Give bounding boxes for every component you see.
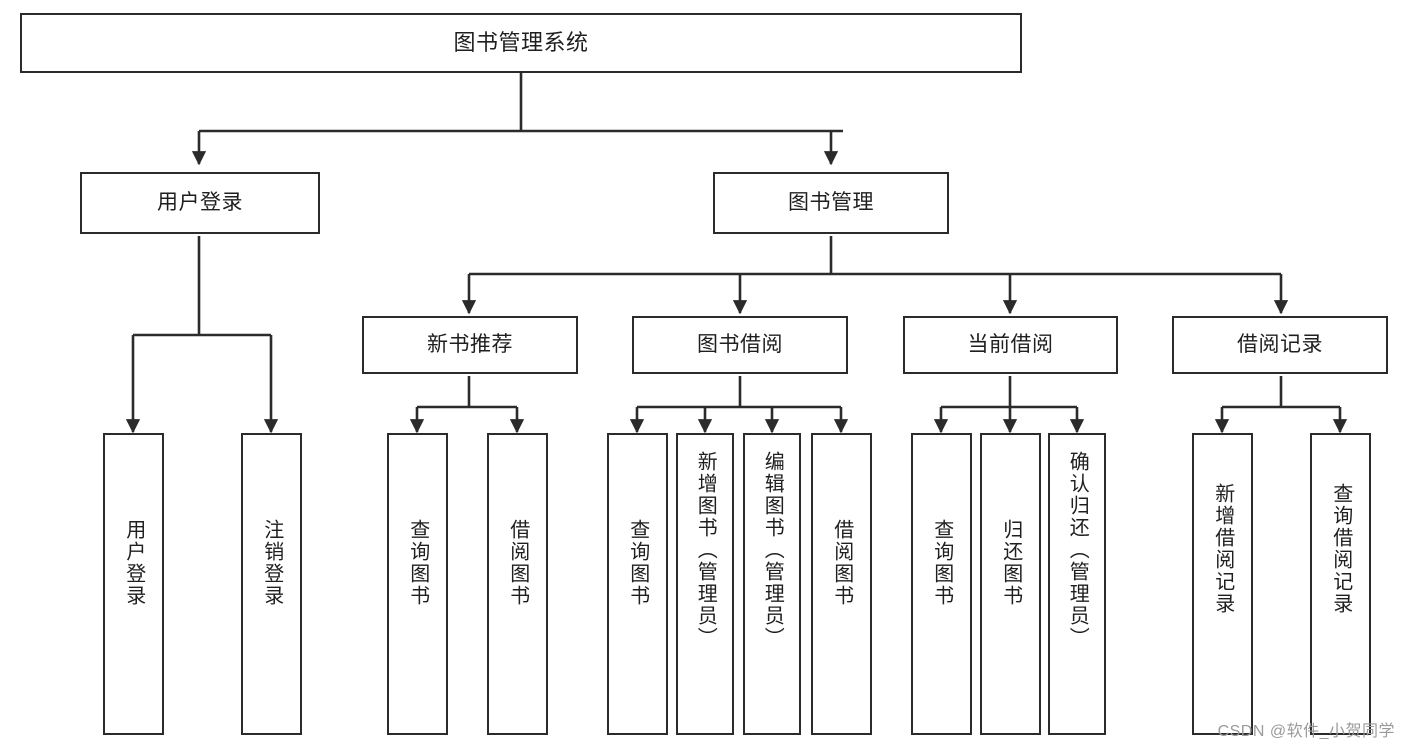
- leaf-return-book-label: 归还图书: [999, 519, 1022, 607]
- node-book-borrow-label: 图书借阅: [697, 332, 783, 356]
- leaf-edit-book[interactable]: 编辑图书（管理员）: [743, 433, 801, 735]
- leaf-add-record-label: 新增借阅记录: [1211, 483, 1234, 615]
- leaf-add-book[interactable]: 新增图书（管理员）: [676, 433, 734, 735]
- leaf-confirm-return-label: 确认归还（管理员）: [1066, 451, 1089, 649]
- node-root-label: 图书管理系统: [453, 30, 589, 56]
- node-book-manage-label: 图书管理: [788, 190, 874, 214]
- leaf-query-book-1-label: 查询图书: [406, 519, 429, 607]
- leaf-query-book-2-label: 查询图书: [626, 519, 649, 607]
- node-book-borrow[interactable]: 图书借阅: [632, 316, 848, 374]
- leaf-query-book-1[interactable]: 查询图书: [387, 433, 448, 735]
- leaf-logout-login[interactable]: 注销登录: [241, 433, 302, 735]
- leaf-logout-login-label: 注销登录: [260, 519, 283, 607]
- node-borrow-record-label: 借阅记录: [1237, 332, 1323, 356]
- leaf-add-book-label: 新增图书（管理员）: [694, 451, 717, 649]
- leaf-query-book-3[interactable]: 查询图书: [911, 433, 972, 735]
- leaf-query-book-3-label: 查询图书: [930, 519, 953, 607]
- leaf-query-book-2[interactable]: 查询图书: [607, 433, 668, 735]
- leaf-return-book[interactable]: 归还图书: [980, 433, 1041, 735]
- node-book-manage[interactable]: 图书管理: [713, 172, 949, 234]
- node-new-book-recommend[interactable]: 新书推荐: [362, 316, 578, 374]
- node-user-login-label: 用户登录: [157, 190, 243, 214]
- leaf-borrow-book-2[interactable]: 借阅图书: [811, 433, 872, 735]
- node-root[interactable]: 图书管理系统: [20, 13, 1022, 73]
- leaf-confirm-return[interactable]: 确认归还（管理员）: [1048, 433, 1106, 735]
- node-new-book-recommend-label: 新书推荐: [427, 332, 513, 356]
- node-borrow-record[interactable]: 借阅记录: [1172, 316, 1388, 374]
- leaf-borrow-book-2-label: 借阅图书: [830, 519, 853, 607]
- leaf-query-record-label: 查询借阅记录: [1329, 483, 1352, 615]
- leaf-add-record[interactable]: 新增借阅记录: [1192, 433, 1253, 735]
- node-user-login[interactable]: 用户登录: [80, 172, 320, 234]
- leaf-user-login[interactable]: 用户登录: [103, 433, 164, 735]
- watermark: CSDN @软件_小贺同学: [1217, 723, 1395, 740]
- leaf-borrow-book-1-label: 借阅图书: [506, 519, 529, 607]
- node-current-borrow[interactable]: 当前借阅: [903, 316, 1118, 374]
- node-current-borrow-label: 当前借阅: [967, 332, 1054, 356]
- leaf-borrow-book-1[interactable]: 借阅图书: [487, 433, 548, 735]
- leaf-edit-book-label: 编辑图书（管理员）: [761, 451, 784, 649]
- leaf-user-login-label: 用户登录: [122, 519, 145, 607]
- leaf-query-record[interactable]: 查询借阅记录: [1310, 433, 1371, 735]
